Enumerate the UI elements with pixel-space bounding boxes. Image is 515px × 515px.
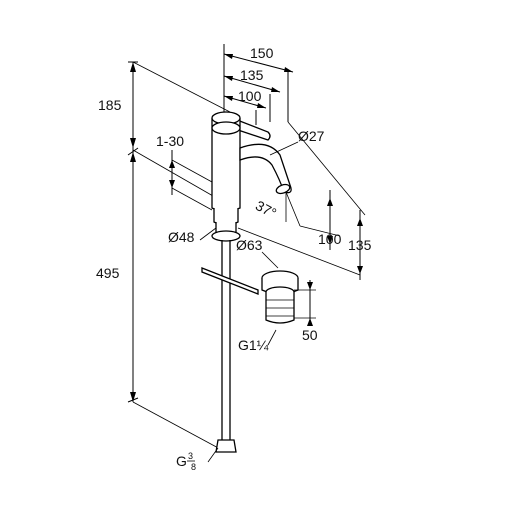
dia27-label: Ø27 [298, 128, 325, 144]
dim-185-label: 185 [98, 97, 122, 113]
dia48-label: Ø48 [168, 229, 195, 245]
g1-1-4-label: G1¼ [238, 337, 269, 353]
dia48-leader [199, 227, 217, 241]
dim-100-top-label: 100 [238, 88, 262, 104]
dim-50-label: 50 [302, 327, 318, 343]
dim-135-right-label: 135 [348, 237, 372, 253]
g3-8-label: G 3 8 [176, 451, 196, 472]
dim-150-label: 150 [250, 45, 274, 61]
dim-495-label: 495 [96, 265, 120, 281]
top-dimensions [223, 44, 294, 125]
g3-8-denominator: 8 [191, 462, 196, 472]
g3-8-letter: G [176, 453, 187, 469]
right-dimensions [237, 121, 366, 280]
dim-135-top-label: 135 [240, 67, 264, 83]
dim-1-30-lines [169, 150, 213, 211]
dim-1-30-label: 1-30 [156, 133, 184, 149]
faucet-body [201, 111, 292, 453]
dim-100-right-label: 100 [318, 231, 342, 247]
left-vertical-dimension [127, 61, 231, 451]
dia63-label: Ø63 [236, 237, 263, 253]
g38-leader [207, 447, 219, 463]
angle37-label: 37° [253, 197, 279, 221]
waste-valve [261, 251, 316, 346]
g3-8-numerator: 3 [188, 451, 193, 461]
